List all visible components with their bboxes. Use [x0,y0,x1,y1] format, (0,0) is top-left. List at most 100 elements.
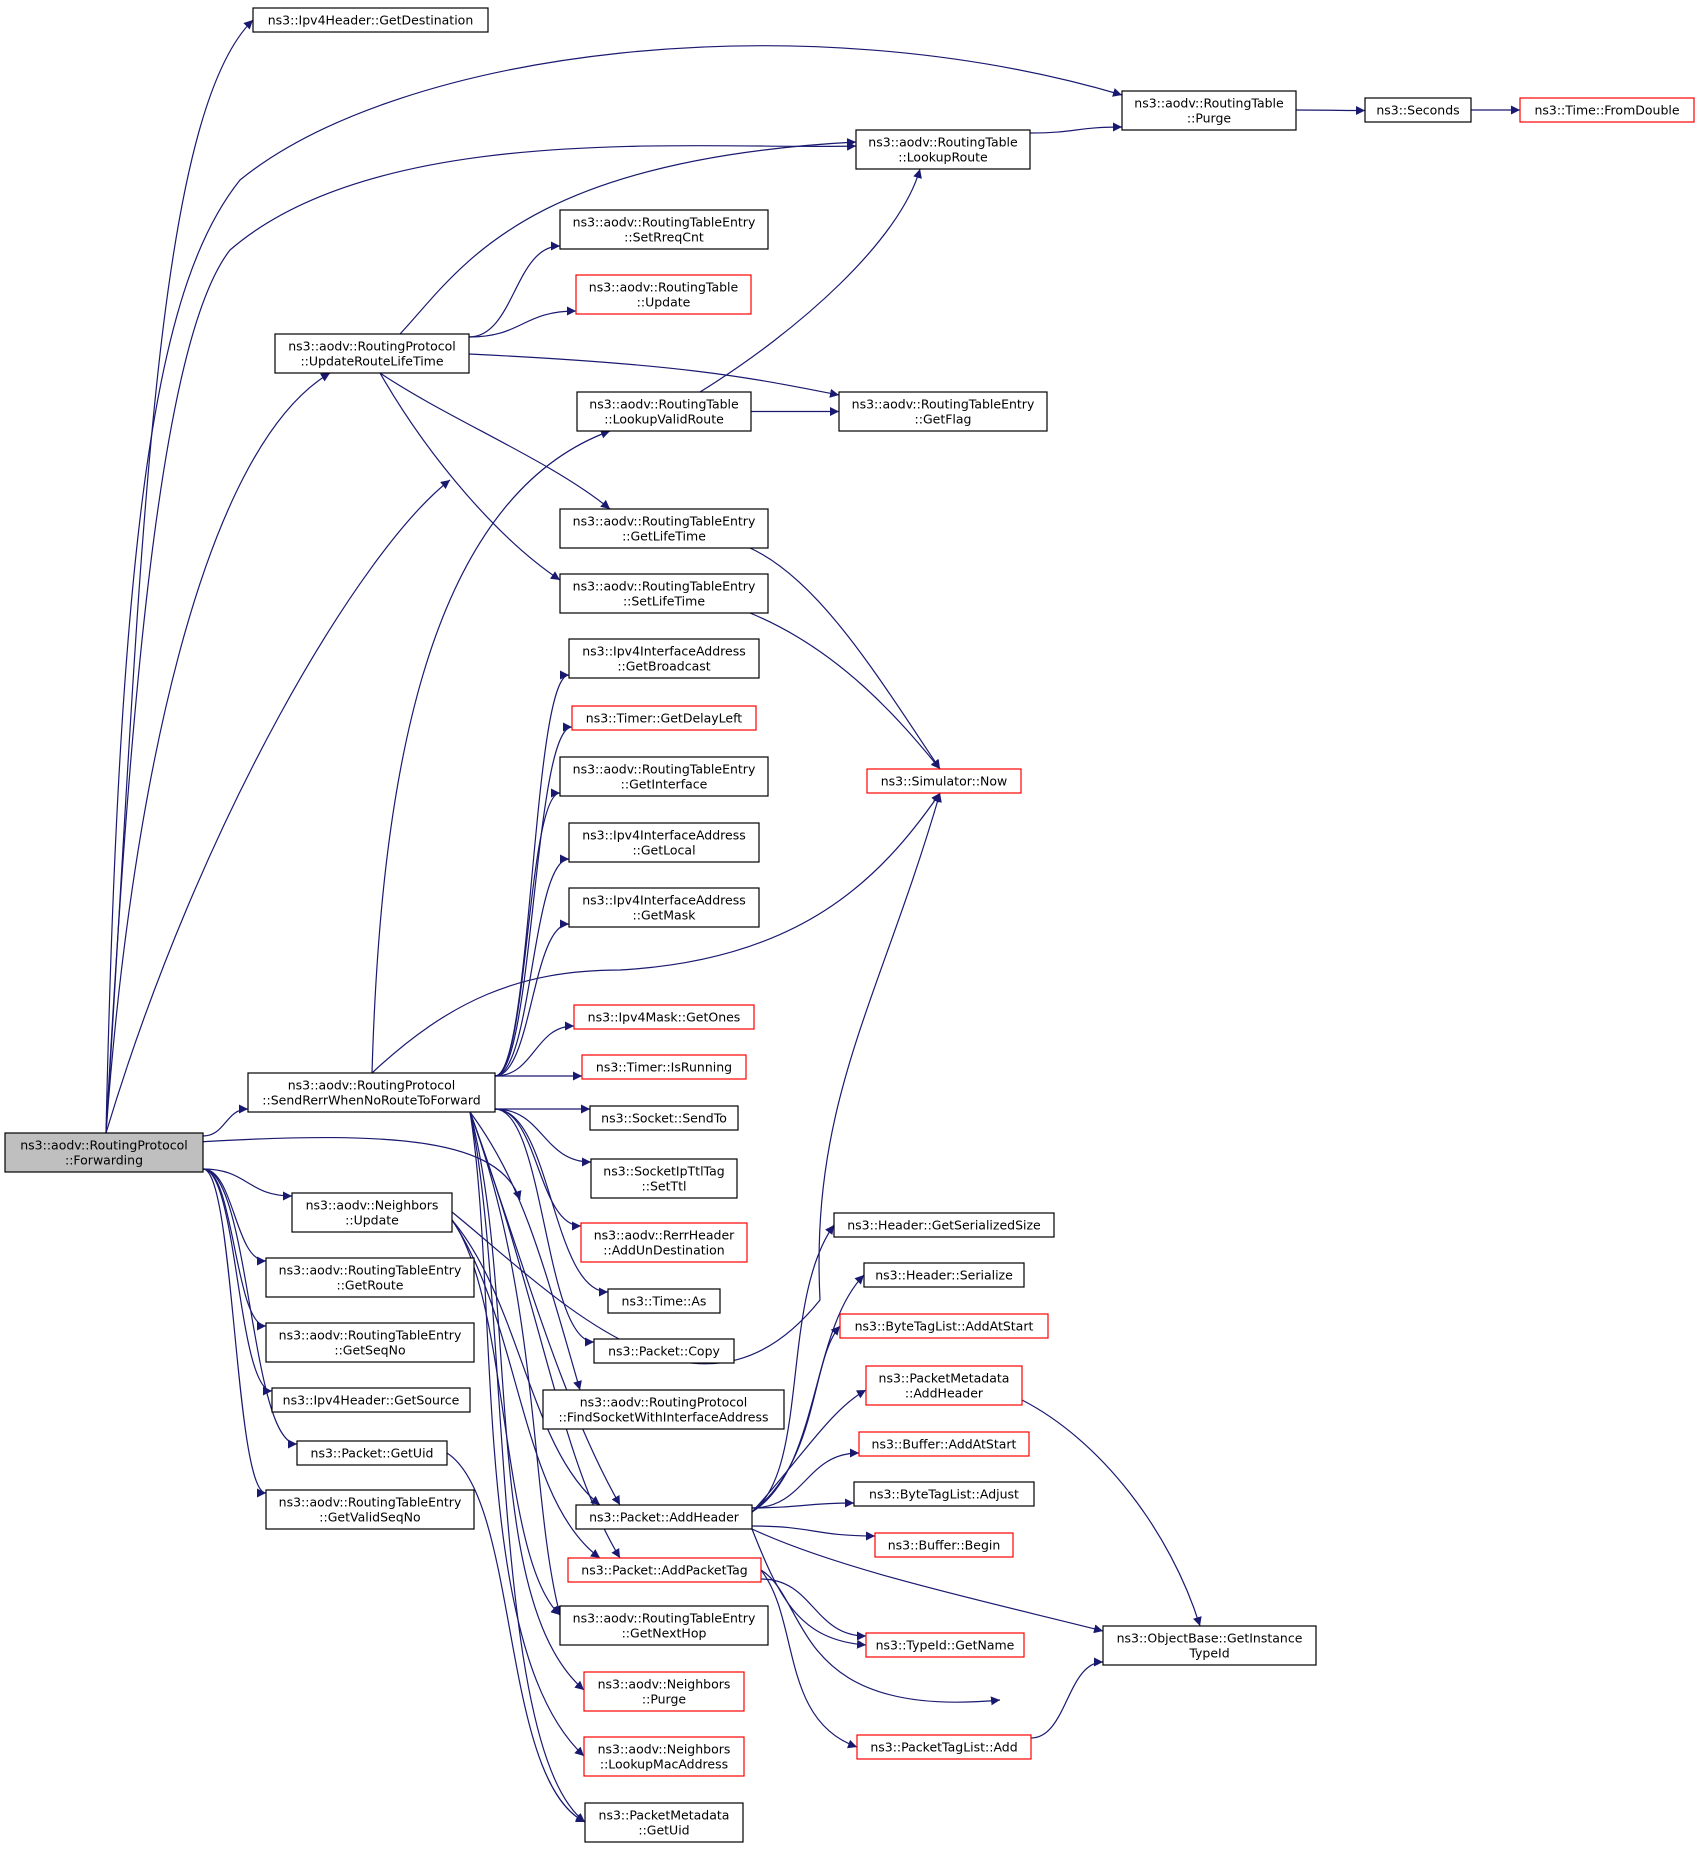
node-mask-getones[interactable]: ns3::Ipv4Mask::GetOnes [573,1004,755,1030]
node-rte-setlifetime[interactable]: ns3::aodv::RoutingTableEntry::SetLifeTim… [559,573,769,614]
node-nb-lookupmac[interactable]: ns3::aodv::Neighbors::LookupMacAddress [583,1736,745,1777]
node-label: ns3::aodv::RoutingTableEntry [573,514,756,529]
node-timer-isrunning[interactable]: ns3::Timer::IsRunning [581,1054,747,1080]
node-socket-sendto[interactable]: ns3::Socket::SendTo [589,1105,739,1131]
call-edge-packet_addheader-to-pm_addheader [751,1389,867,1513]
node-timer-getdelayleft[interactable]: ns3::Timer::GetDelayLeft [571,705,757,731]
node-rte-getflag[interactable]: ns3::aodv::RoutingTableEntry::GetFlag [838,391,1048,432]
node-rp-updateroutelifetime[interactable]: ns3::aodv::RoutingProtocol::UpdateRouteL… [274,333,470,374]
node-label: ::LookupRoute [898,150,988,165]
node-ifaddr-getmask[interactable]: ns3::Ipv4InterfaceAddress::GetMask [568,887,760,928]
node-ifaddr-getlocal[interactable]: ns3::Ipv4InterfaceAddress::GetLocal [568,822,760,863]
node-label: ::SetRreqCnt [624,230,704,245]
call-edge-rp_sendrerr-to-rerr_addundest [494,1108,582,1231]
node-label: ns3::aodv::Neighbors [306,1198,439,1213]
node-box [542,1389,785,1430]
call-edge-rp_updateroutelifetime-to-rte_setlifetime [379,372,561,581]
node-rp-findsocket[interactable]: ns3::aodv::RoutingProtocol::FindSocketWi… [542,1389,785,1430]
call-edge-rte_setlifetime-to-sim_now [749,612,941,770]
call-edge-nb_update-to-packet_addheader [451,1219,601,1506]
node-label: ::Update [637,295,691,310]
node-rte-getroute[interactable]: ns3::aodv::RoutingTableEntry::GetRoute [265,1257,475,1298]
node-box [583,1671,745,1712]
node-time-fromdouble[interactable]: ns3::Time::FromDouble [1519,97,1695,123]
node-label: ns3::PacketTagList::Add [870,1740,1017,1755]
call-edge-rp_updateroutelifetime-to-rt_lookuproute [399,137,857,335]
node-ifaddr-getbroadcast[interactable]: ns3::Ipv4InterfaceAddress::GetBroadcast [568,638,760,679]
node-label: ns3::ByteTagList::AddAtStart [855,1319,1034,1334]
node-sockipttltag-setttl[interactable]: ns3::SocketIpTtlTag::SetTtl [590,1158,738,1199]
node-box [593,1338,735,1364]
node-seconds[interactable]: ns3::Seconds [1364,97,1472,123]
node-typeid-getname[interactable]: ns3::TypeId::GetName [865,1632,1025,1658]
node-rp-sendrerr[interactable]: ns3::aodv::RoutingProtocol::SendRerrWhen… [247,1072,496,1113]
node-box [567,1557,762,1583]
node-rt-lookuproute[interactable]: ns3::aodv::RoutingTable::LookupRoute [855,129,1031,170]
node-label: ns3::aodv::Neighbors [598,1677,731,1692]
node-rt-update[interactable]: ns3::aodv::RoutingTable::Update [575,274,752,315]
call-edge-packet_addheader-to-typeid_getname [751,1528,867,1649]
node-box [865,1632,1025,1658]
node-label: ns3::Simulator::Now [881,774,1008,789]
node-ipv4h-getsource[interactable]: ns3::Ipv4Header::GetSource [271,1387,471,1413]
call-edge-packet_addpackettag-to-objbase_getinstancetypeid [760,1569,1001,1706]
node-label: ns3::SocketIpTtlTag [603,1164,724,1179]
node-box [1121,90,1297,131]
node-label: ::SendRerrWhenNoRouteToForward [262,1093,480,1108]
node-box [583,1736,745,1777]
node-label: ns3::aodv::RoutingTableEntry [573,215,756,230]
call-edge-root-to-rte_getflag [105,479,451,1134]
node-box [559,756,769,797]
node-rte-setrreqcnt[interactable]: ns3::aodv::RoutingTableEntry::SetRreqCnt [559,209,769,250]
node-buffer-begin[interactable]: ns3::Buffer::Begin [874,1532,1014,1558]
node-rte-getseqno[interactable]: ns3::aodv::RoutingTableEntry::GetSeqNo [265,1322,475,1363]
call-edge-rp_sendrerr-to-rte_getinterface [494,788,561,1077]
node-buffer-addatstart[interactable]: ns3::Buffer::AddAtStart [858,1431,1030,1457]
call-edge-rt_lookupvalidroute-to-rt_lookuproute [699,168,922,393]
call-edge-root-to-rp_updateroutelifetime [105,372,331,1134]
node-nb-purge[interactable]: ns3::aodv::Neighbors::Purge [583,1671,745,1712]
node-rte-getvalidseqno[interactable]: ns3::aodv::RoutingTableEntry::GetValidSe… [265,1489,475,1530]
node-btl-addatstart[interactable]: ns3::ByteTagList::AddAtStart [839,1313,1049,1339]
node-sim-now[interactable]: ns3::Simulator::Now [866,768,1022,794]
node-pm-getuid[interactable]: ns3::PacketMetadata::GetUid [584,1802,744,1843]
node-packet-addpackettag[interactable]: ns3::Packet::AddPacketTag [567,1557,762,1583]
node-rte-getnexthop[interactable]: ns3::aodv::RoutingTableEntry::GetNextHop [559,1605,769,1646]
node-rte-getlifetime[interactable]: ns3::aodv::RoutingTableEntry::GetLifeTim… [559,508,769,549]
node-header-getsersize[interactable]: ns3::Header::GetSerializedSize [833,1212,1055,1238]
node-nb-update[interactable]: ns3::aodv::Neighbors::Update [291,1192,453,1233]
node-rt-lookupvalidroute[interactable]: ns3::aodv::RoutingTable::LookupValidRout… [576,391,752,432]
node-btl-adjust[interactable]: ns3::ByteTagList::Adjust [853,1481,1035,1507]
node-ptl-add[interactable]: ns3::PacketTagList::Add [856,1734,1032,1760]
node-label: ns3::Packet::AddHeader [589,1510,740,1525]
node-label: ns3::aodv::RoutingProtocol [20,1138,188,1153]
node-label: ::Purge [1187,111,1232,126]
node-label: ns3::aodv::RoutingTableEntry [573,579,756,594]
node-time-as[interactable]: ns3::Time::As [607,1288,721,1314]
node-packet-copy[interactable]: ns3::Packet::Copy [593,1338,735,1364]
call-edge-packet_addheader-to-buffer_addatstart [751,1448,860,1509]
node-header-serialize[interactable]: ns3::Header::Serialize [863,1262,1025,1288]
node-box [833,1212,1055,1238]
node-label: ns3::aodv::RoutingTableEntry [573,1611,756,1626]
node-packet-getuid[interactable]: ns3::Packet::GetUid [296,1440,448,1466]
node-label: ::GetValidSeqNo [319,1510,420,1525]
node-box [839,1313,1049,1339]
call-edge-ptl_add-to-objbase_getinstancetypeid [1030,1657,1104,1739]
node-root[interactable]: ns3::aodv::RoutingProtocol::Forwarding [4,1132,204,1173]
node-ipv4h-getdest[interactable]: ns3::Ipv4Header::GetDestination [252,7,489,33]
node-rte-getinterface[interactable]: ns3::aodv::RoutingTableEntry::GetInterfa… [559,756,769,797]
node-box [589,1105,739,1131]
node-box [1102,1625,1317,1666]
node-label: ns3::aodv::RoutingTable [1134,96,1284,111]
node-packet-addheader[interactable]: ns3::Packet::AddHeader [575,1504,753,1530]
node-label: ns3::Ipv4InterfaceAddress [582,644,746,659]
node-box [265,1489,475,1530]
node-pm-addheader[interactable]: ns3::PacketMetadata::AddHeader [865,1365,1023,1406]
node-label: ns3::Buffer::Begin [888,1538,1001,1553]
node-rt-purge[interactable]: ns3::aodv::RoutingTable::Purge [1121,90,1297,131]
node-box [559,508,769,549]
node-rerr-addundest[interactable]: ns3::aodv::RerrHeader::AddUnDestination [580,1222,748,1263]
call-edge-nb_update-to-sim_now [451,792,942,1365]
